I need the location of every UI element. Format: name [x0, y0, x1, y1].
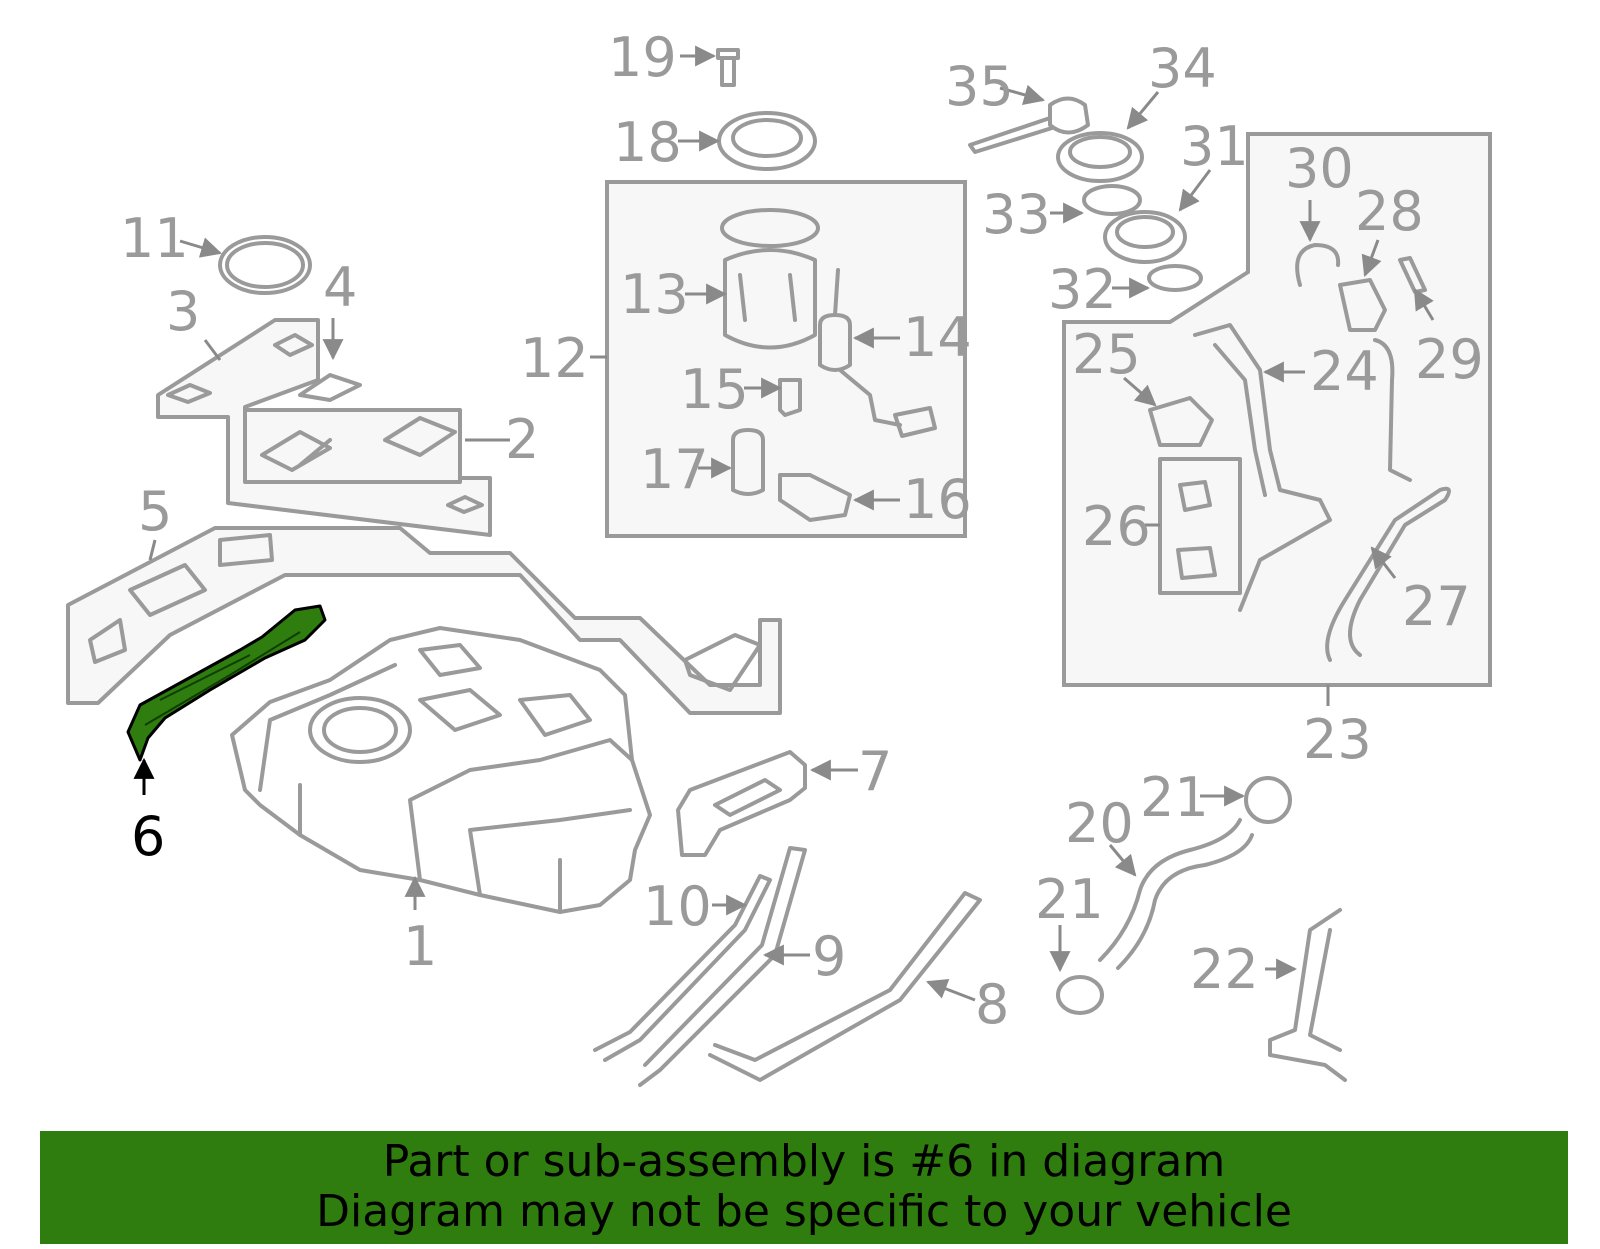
- insulator-2: [243, 408, 462, 484]
- heat-shield-5: [66, 526, 782, 715]
- callout-25: 25: [1072, 323, 1141, 386]
- callout-23: 23: [1303, 708, 1372, 771]
- pump-flange-13: [720, 208, 820, 248]
- banner-line-disclaimer: Diagram may not be specific to your vehi…: [316, 1186, 1292, 1237]
- callout-19: 19: [608, 26, 677, 89]
- callout-20: 20: [1065, 792, 1134, 855]
- valve-15: [778, 378, 802, 417]
- callout-17: 17: [640, 438, 709, 501]
- strap-9: [638, 846, 807, 1087]
- callout-4: 4: [323, 256, 357, 319]
- callout-34: 34: [1148, 37, 1217, 100]
- callout-16: 16: [903, 468, 972, 531]
- callout-27: 27: [1402, 575, 1471, 638]
- pipe-22: [1268, 908, 1347, 1082]
- banner-line-part: Part or sub-assembly is #6 in diagram: [382, 1136, 1226, 1187]
- callout-35: 35: [945, 55, 1014, 118]
- hose-20: [1098, 818, 1254, 970]
- callout-2: 2: [505, 408, 539, 471]
- hose-27: [1325, 486, 1451, 662]
- pump-14: [818, 268, 902, 427]
- strap-8: [708, 891, 982, 1082]
- callout-6: 6: [131, 805, 165, 868]
- clamp-21-lower: [1056, 975, 1104, 1015]
- callout-10: 10: [643, 875, 712, 938]
- callout-8: 8: [975, 973, 1009, 1036]
- callout-13: 13: [620, 263, 689, 326]
- callout-31: 31: [1180, 115, 1249, 178]
- o-ring-33: [1082, 184, 1142, 216]
- callout-32: 32: [1048, 258, 1117, 321]
- o-ring-32: [1147, 264, 1203, 292]
- seal-34: [1056, 131, 1144, 183]
- highlighted-part-6[interactable]: [126, 604, 327, 762]
- fuel-tank-1: [230, 626, 652, 914]
- callout-5: 5: [138, 480, 172, 543]
- filter-28: [1338, 278, 1387, 332]
- filter-16: [778, 473, 852, 522]
- callout-1: 1: [403, 915, 437, 978]
- callout-33: 33: [982, 183, 1051, 246]
- callout-9: 9: [812, 925, 846, 988]
- filter-17: [731, 428, 765, 496]
- callout-30: 30: [1285, 137, 1354, 200]
- callout-18: 18: [613, 111, 682, 174]
- clamp-21-upper: [1244, 776, 1292, 824]
- callout-12: 12: [520, 327, 589, 390]
- seal-31: [1103, 210, 1187, 264]
- callout-22: 22: [1190, 938, 1259, 1001]
- vent-pipe: [1373, 338, 1412, 482]
- fuel-pump-module-13: [723, 248, 817, 350]
- callout-7: 7: [858, 740, 892, 803]
- callout-11: 11: [120, 207, 189, 270]
- strap-10: [593, 874, 772, 1062]
- callout-29: 29: [1415, 328, 1484, 391]
- info-banner: Part or sub-assembly is #6 in diagram Di…: [40, 1131, 1568, 1244]
- screw-19: [716, 48, 740, 87]
- callout-3: 3: [166, 280, 200, 343]
- callout-24: 24: [1310, 340, 1379, 403]
- callout-15: 15: [680, 358, 749, 421]
- callout-21-upper: 21: [1140, 766, 1209, 829]
- hose-30: [1295, 243, 1341, 287]
- callout-26: 26: [1082, 495, 1151, 558]
- callout-14: 14: [903, 306, 972, 369]
- callout-21-lower: 21: [1035, 868, 1104, 931]
- shield-7: [676, 750, 807, 857]
- fuel-cap-35: [968, 96, 1090, 154]
- bracket-25: [1148, 396, 1214, 447]
- filler-pipe-24: [1193, 323, 1332, 612]
- callout-28: 28: [1355, 180, 1424, 243]
- lock-ring-11: [218, 235, 312, 295]
